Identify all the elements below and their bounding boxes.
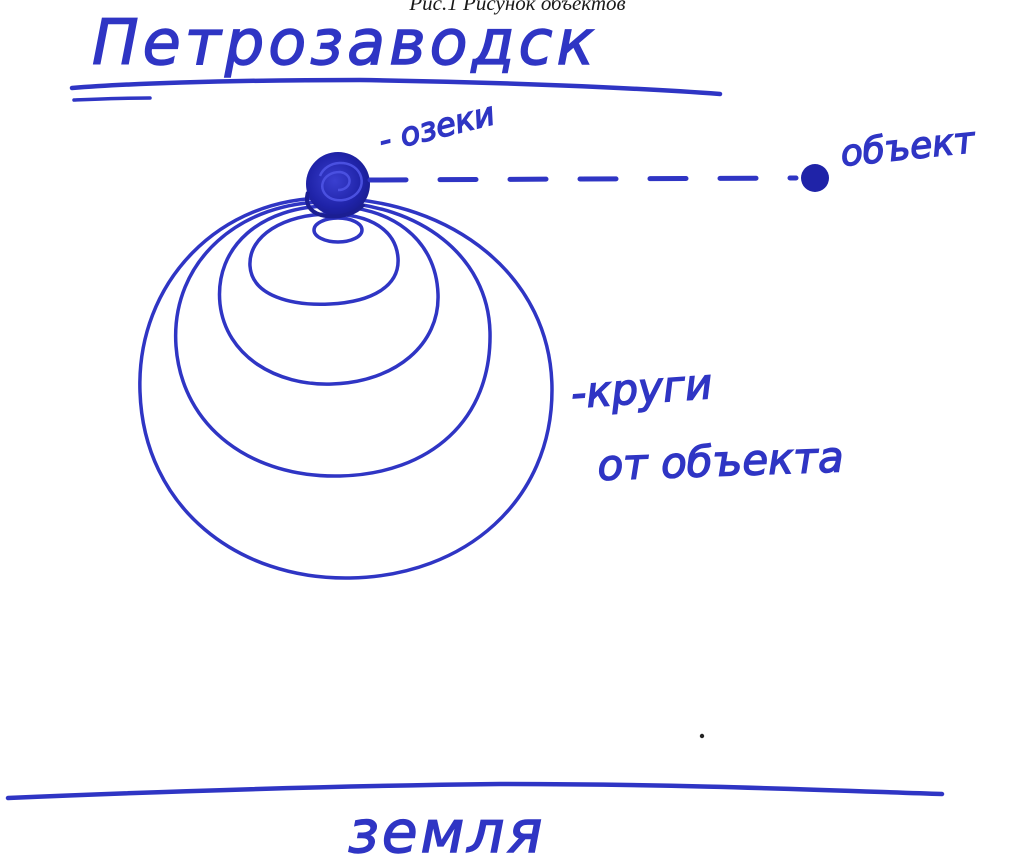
dashed-connector xyxy=(370,178,796,180)
concentric-circles xyxy=(140,198,552,578)
label-ground: земля xyxy=(348,798,545,862)
label-object-near: - озеки xyxy=(375,94,499,159)
stray-dot xyxy=(700,734,704,738)
circle-5 xyxy=(140,198,552,578)
label-object-far: объект xyxy=(839,120,978,175)
title-underline xyxy=(72,80,720,94)
near-object xyxy=(306,152,370,217)
title-underline-short xyxy=(74,98,150,100)
circle-3 xyxy=(219,206,438,384)
circle-2 xyxy=(250,214,398,304)
label-circles-line2: от объекта xyxy=(597,432,845,490)
title-text: Петрозаводск xyxy=(92,6,598,79)
far-object xyxy=(801,164,829,192)
label-circles: -круги xyxy=(569,359,713,418)
circle-1 xyxy=(314,218,362,242)
ground-line xyxy=(8,784,942,798)
